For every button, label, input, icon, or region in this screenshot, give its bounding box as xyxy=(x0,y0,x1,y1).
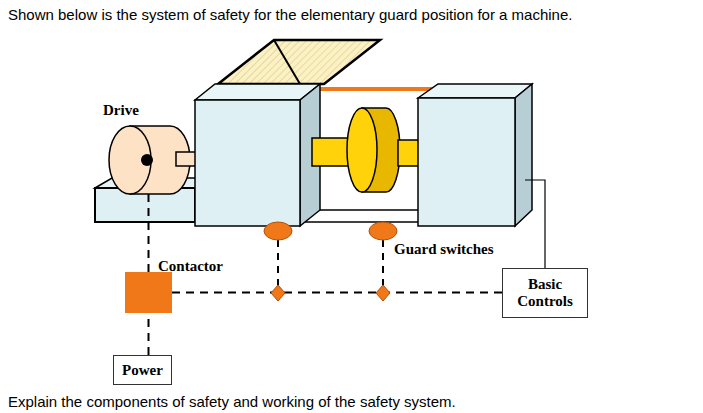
bearing-block xyxy=(195,84,320,100)
bearing-block xyxy=(195,100,300,226)
contactor-box: Contactor xyxy=(125,272,172,313)
guard-rail xyxy=(300,87,448,91)
switch-wire xyxy=(382,240,384,287)
node-label: Power xyxy=(122,362,163,379)
switch-contact xyxy=(271,285,285,301)
machine-block xyxy=(418,84,532,98)
frame xyxy=(318,209,418,211)
dashed-connector xyxy=(148,313,150,355)
power-box: Power xyxy=(113,355,172,385)
guard-switch xyxy=(264,222,292,240)
coupling xyxy=(347,108,377,192)
dashed-connector xyxy=(172,292,502,294)
part-label: Guard switches xyxy=(394,241,494,258)
controls-box: Basic Controls xyxy=(502,268,588,318)
node-label: Basic Controls xyxy=(509,276,581,310)
node-label: Contactor xyxy=(158,258,223,275)
motor-pivot xyxy=(141,154,153,166)
shaft xyxy=(312,138,352,166)
shaft xyxy=(398,140,420,166)
dashed-connector xyxy=(148,192,150,272)
drive-node: Drive xyxy=(110,126,188,192)
control-wire xyxy=(525,180,545,268)
machine-block xyxy=(515,84,532,226)
switch-contact xyxy=(376,285,390,301)
machine-block xyxy=(418,98,515,226)
node-label: Drive xyxy=(103,102,139,119)
frame xyxy=(300,221,418,223)
guard-cover xyxy=(218,40,380,84)
title: Shown below is the system of safety for … xyxy=(8,6,572,23)
guard-switch xyxy=(369,222,397,240)
motor-shaft xyxy=(176,152,196,166)
caption: Explain the components of safety and wor… xyxy=(8,393,456,410)
guard-edge xyxy=(274,40,300,84)
switch-wire xyxy=(277,240,279,287)
